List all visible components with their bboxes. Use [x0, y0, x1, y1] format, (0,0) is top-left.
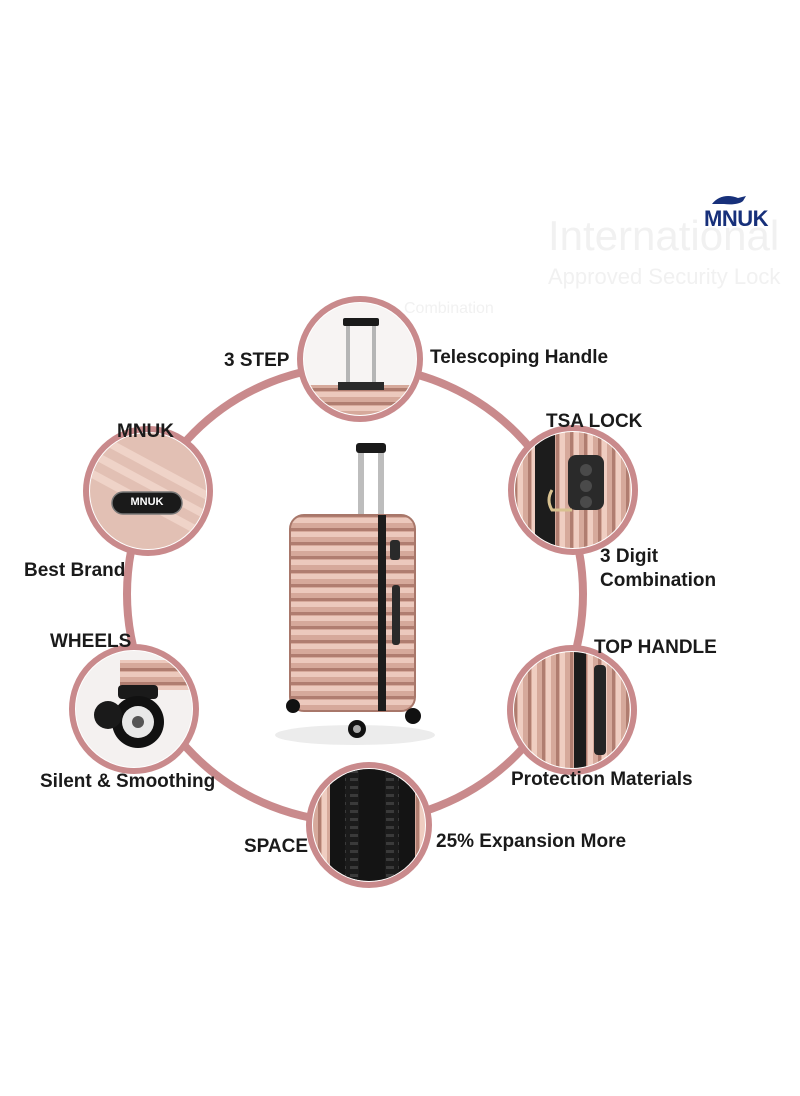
brand-logo: MNUK — [704, 192, 780, 232]
handle-right-label: Telescoping Handle — [430, 347, 609, 368]
watermark-line-3: Combination — [404, 300, 494, 317]
brand-badge-text: MNUK — [130, 496, 164, 508]
spinner-wheel-icon — [69, 644, 199, 774]
wheels-top-label: WHEELS — [50, 631, 132, 652]
top-handle-bottom-label: Protection Materials — [511, 769, 693, 790]
handle-left-label: 3 STEP — [224, 350, 290, 371]
tsa-bottom-label-1: 3 Digit — [600, 546, 659, 567]
brand-badge-icon — [83, 426, 213, 556]
panther-icon — [712, 196, 746, 205]
wheels-bottom-label: Silent & Smoothing — [40, 771, 216, 792]
watermark-line-1: International — [548, 212, 780, 259]
top-handle-icon — [507, 645, 637, 775]
telescoping-handle-icon — [297, 296, 423, 422]
space-left-label: SPACE — [244, 836, 309, 857]
suitcase-image — [275, 443, 435, 745]
zipper-icon — [306, 762, 432, 888]
tsa-top-label: TSA LOCK — [546, 411, 643, 432]
brand-bottom-label: Best Brand — [24, 560, 126, 581]
watermark-line-2: Approved Security Lock — [548, 264, 781, 289]
brand-name: MNUK — [704, 206, 769, 231]
combination-lock-icon — [508, 425, 638, 555]
top-handle-top-label: TOP HANDLE — [594, 637, 717, 658]
brand-top-label: MNUK — [117, 421, 174, 442]
space-right-label: 25% Expansion More — [436, 831, 627, 852]
tsa-bottom-label-2: Combination — [600, 570, 717, 591]
